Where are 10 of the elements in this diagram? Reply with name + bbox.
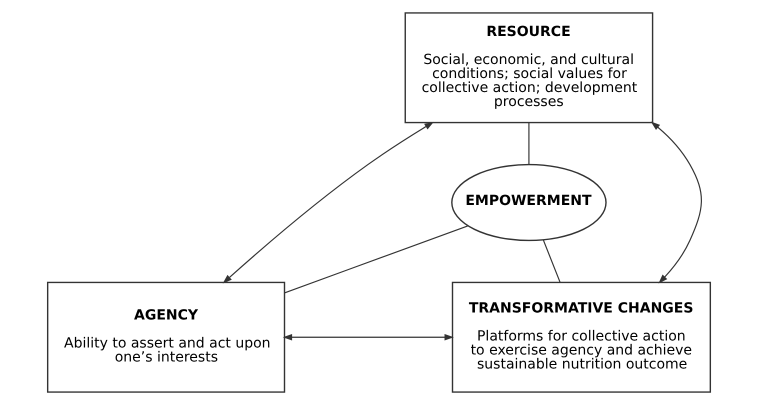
connector <box>284 225 468 294</box>
node-ellipse: EMPOWERMENT <box>450 164 606 242</box>
node-box: RESOURCE Social, economic, and cultural conditions; social values for collective action; development processes <box>404 12 653 124</box>
arrow <box>282 334 454 341</box>
arrow <box>222 122 434 284</box>
node-box: TRANSFORMATIVE CHANGES Platforms for collective action to exercise agency and achieve sustainable nutrition outcome <box>451 282 711 393</box>
node-box: AGENCY Ability to assert and act upon one’s interests <box>46 282 285 393</box>
connector <box>528 122 529 165</box>
connector <box>542 240 560 282</box>
arrow <box>650 122 702 284</box>
